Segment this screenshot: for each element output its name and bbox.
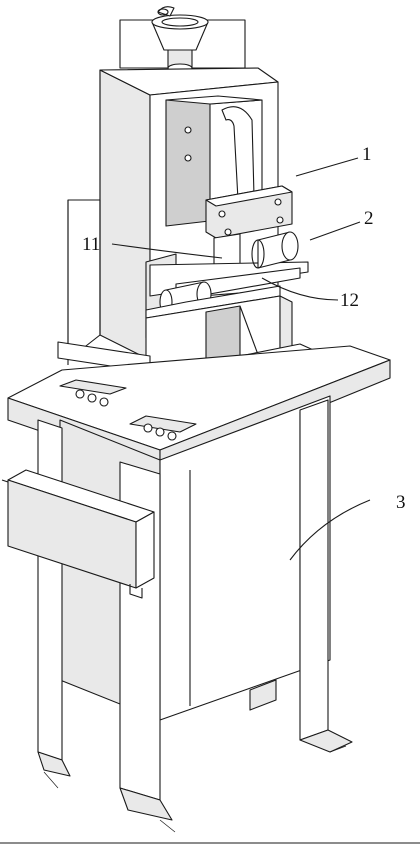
leader-11: [112, 244, 222, 258]
label-11: 11: [82, 234, 100, 255]
leader-lines: [112, 158, 370, 560]
side-tray: [2, 470, 154, 598]
hopper: [120, 7, 245, 72]
table-top: [8, 346, 390, 472]
leader-12: [262, 278, 338, 300]
leader-1: [296, 158, 358, 176]
button-panel-left: [60, 380, 126, 406]
label-3: 3: [396, 492, 406, 513]
leader-2: [310, 222, 360, 240]
leader-3: [290, 500, 370, 560]
press-head: [166, 96, 292, 284]
cylinder-right: [252, 232, 298, 268]
button-panel-right: [130, 416, 196, 440]
label-1: 1: [362, 144, 372, 165]
label-2: 2: [364, 208, 374, 229]
cylinder-assembly: [146, 232, 308, 338]
label-12: 12: [340, 290, 359, 311]
